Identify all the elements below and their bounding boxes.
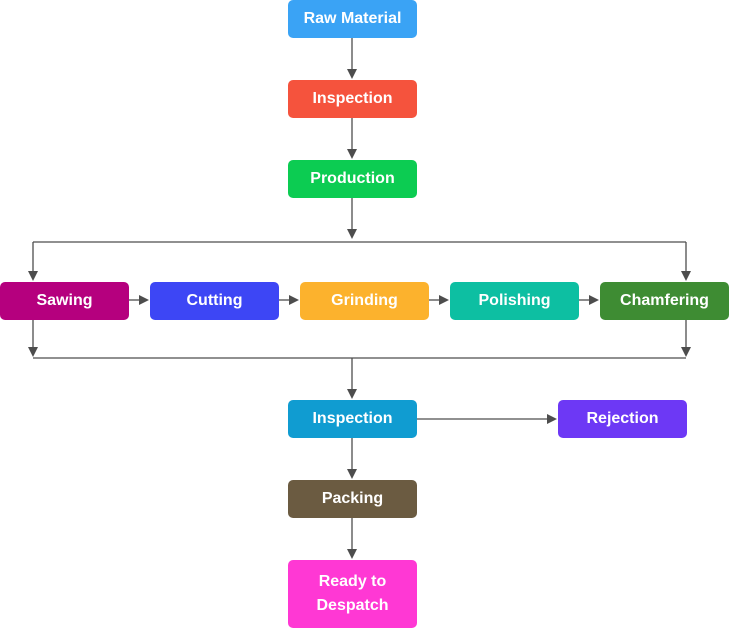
rejection-node: Rejection: [558, 400, 687, 438]
arrow-to-chamfering-row: [589, 295, 599, 305]
production-node: Production: [288, 160, 417, 198]
packing-node: Packing: [288, 480, 417, 518]
arrow-to-polishing: [439, 295, 449, 305]
arrowheads: [28, 69, 691, 559]
grinding-node: Grinding: [300, 282, 429, 320]
ready-to-despatch-node: Ready to Despatch: [288, 560, 417, 628]
arrow-to-ready: [347, 549, 357, 559]
arrow-to-packing: [347, 469, 357, 479]
production-label: Production: [310, 170, 395, 187]
chamfering-node: Chamfering: [600, 282, 729, 320]
ready-to-despatch-label: Ready to Despatch: [316, 573, 389, 614]
polishing-node: Polishing: [450, 282, 579, 320]
arrow-to-production: [347, 149, 357, 159]
final-inspection-node: Inspection: [288, 400, 417, 438]
raw-material-node: Raw Material: [288, 0, 417, 38]
arrow-to-sawing: [28, 271, 38, 281]
arrow-sawing-merge: [28, 347, 38, 357]
cutting-label: Cutting: [186, 292, 243, 309]
arrow-to-grinding: [289, 295, 299, 305]
arrow-to-inspection: [347, 69, 357, 79]
connectors: [32, 38, 687, 550]
raw-material-label: Raw Material: [303, 10, 402, 27]
cutting-node: Cutting: [150, 282, 279, 320]
arrow-to-rejection: [547, 414, 557, 424]
chamfering-label: Chamfering: [620, 292, 709, 309]
arrow-to-inspection-2: [347, 389, 357, 399]
arrow-to-chamfering: [681, 271, 691, 281]
sawing-label: Sawing: [36, 292, 93, 309]
packing-label: Packing: [321, 490, 384, 507]
inspection-node: Inspection: [288, 80, 417, 118]
arrow-to-cutting: [139, 295, 149, 305]
arrow-chamfering-merge: [681, 347, 691, 357]
arrow-to-split: [347, 229, 357, 239]
inspection-label: Inspection: [312, 90, 393, 107]
sawing-node: Sawing: [0, 282, 129, 320]
final-inspection-label: Inspection: [312, 410, 393, 427]
rejection-label: Rejection: [586, 410, 659, 427]
grinding-label: Grinding: [331, 292, 398, 309]
polishing-label: Polishing: [478, 292, 551, 309]
